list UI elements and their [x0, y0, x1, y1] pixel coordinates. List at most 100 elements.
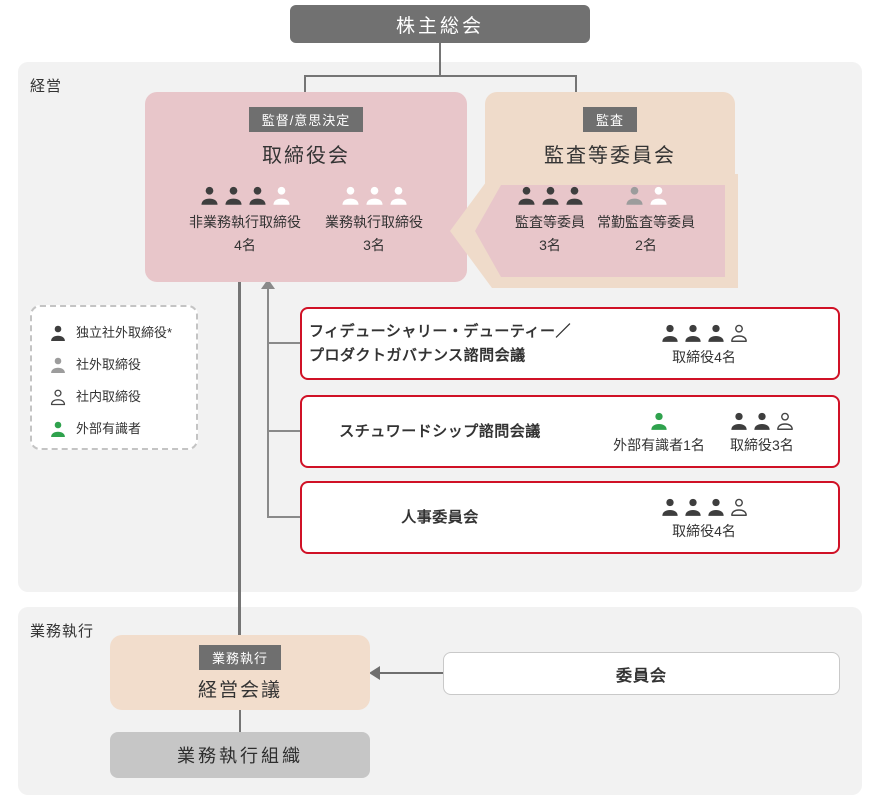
- committee-title: 委員会: [615, 667, 667, 685]
- group-count: 3名: [539, 237, 561, 253]
- dark-person-icon: [661, 498, 678, 516]
- group-label: 業務執行取締役: [325, 214, 423, 230]
- group-count: 3名: [363, 237, 385, 253]
- person-icon-row: [660, 321, 749, 344]
- non-executive-directors-group: 非業務執行取締役 4名: [189, 184, 301, 255]
- audit-members: 監査等委員 3名 常勤監査等委員 2名: [478, 184, 732, 255]
- dark-person-icon: [661, 324, 678, 342]
- group-count: 4名: [234, 237, 256, 253]
- person-icon-row: [597, 184, 695, 207]
- advisory-box-stewardship: スチュワードシップ諮問会議 外部有識者1名 取締役3名: [300, 395, 840, 468]
- connector-branch-advisory-2: [268, 430, 300, 432]
- member-group: 取締役4名: [660, 495, 749, 541]
- connector-advisory-tree-vertical: [267, 289, 269, 518]
- legend-box: 独立社外取締役* 社外取締役 社内取締役 外部有識者: [30, 305, 198, 450]
- person-icon-row: [189, 184, 301, 207]
- meeting-badge: 業務執行: [198, 645, 281, 670]
- connector-committee-line: [380, 672, 443, 674]
- advisory-members-area: 外部有識者1名 取締役3名: [578, 397, 838, 466]
- outline-person-icon: [730, 324, 747, 342]
- connector-branch-advisory-1: [268, 342, 300, 344]
- board-badge: 監督/意思決定: [248, 107, 364, 132]
- connector-branch-advisory-3: [268, 516, 300, 518]
- dark-person-icon: [754, 412, 770, 430]
- member-group: 取締役4名: [660, 321, 749, 367]
- execution-organization-title: 業務執行組織: [177, 746, 303, 766]
- audit-members-group: 監査等委員 3名: [515, 184, 585, 255]
- white-person-icon: [365, 186, 383, 205]
- arrow-up-icon: [261, 279, 275, 289]
- arrow-left-icon: [369, 666, 380, 680]
- person-icon-row: [515, 184, 585, 207]
- advisory-members-area: 取締役4名: [578, 483, 838, 552]
- connector-drop-to-audit: [575, 75, 577, 94]
- dark-person-icon: [224, 186, 242, 205]
- person-icon-row: [325, 184, 423, 207]
- dark-person-icon: [684, 324, 701, 342]
- advisory-box-fiduciary-product-governance: フィデューシャリー・デューティー／ プロダクトガバナンス諮問会議 取締役4名: [300, 307, 840, 380]
- connector-board-to-meeting: [238, 280, 241, 635]
- outline-person-icon: [50, 389, 66, 406]
- committee-box: 委員会: [443, 652, 840, 695]
- fulltime-audit-members-group: 常勤監査等委員 2名: [597, 184, 695, 255]
- advisory-title-line: スチュワードシップ諮問会議: [339, 422, 541, 440]
- person-icon-row: [660, 495, 749, 518]
- shareholders-meeting-box: 株主総会: [290, 5, 590, 43]
- dark-person-icon: [248, 186, 266, 205]
- outline-person-icon: [730, 498, 747, 516]
- execution-section-label: 業務執行: [30, 623, 95, 640]
- gray-person-icon: [51, 357, 65, 373]
- shareholders-meeting-title: 株主総会: [395, 15, 484, 37]
- group-label: 監査等委員: [515, 214, 585, 230]
- advisory-title-area: 人事委員会: [302, 483, 578, 552]
- board-title: 取締役会: [262, 145, 350, 167]
- gray-person-icon: [49, 352, 67, 375]
- executive-directors-group: 業務執行取締役 3名: [325, 184, 423, 255]
- green-person-icon: [651, 412, 667, 430]
- connector-shareholders-down: [439, 42, 441, 76]
- legend-item-independent-outside-director: 独立社外取締役*: [49, 320, 196, 343]
- advisory-title-line: フィデューシャリー・デューティー／: [308, 323, 571, 341]
- meeting-title: 経営会議: [197, 680, 282, 701]
- management-meeting-box: 業務執行 経営会議: [110, 635, 370, 710]
- member-group: 外部有識者1名: [613, 409, 705, 455]
- dark-person-icon: [541, 186, 559, 205]
- group-count: 2名: [635, 237, 657, 253]
- advisory-title-area: スチュワードシップ諮問会議: [302, 397, 578, 466]
- white-person-icon: [649, 186, 667, 205]
- gray-person-icon: [625, 186, 643, 205]
- dark-person-icon: [51, 325, 65, 341]
- group-label: 常勤監査等委員: [597, 214, 695, 230]
- advisory-members-area: 取締役4名: [578, 309, 838, 378]
- legend-item-external-expert: 外部有識者: [49, 416, 196, 439]
- member-group: 取締役3名: [729, 409, 795, 455]
- connector-meeting-to-org: [239, 710, 241, 732]
- outline-person-icon: [49, 384, 67, 407]
- person-icon-row: [729, 409, 795, 432]
- dark-person-icon: [200, 186, 218, 205]
- white-person-icon: [341, 186, 359, 205]
- dark-person-icon: [707, 324, 724, 342]
- legend-item-internal-director: 社内取締役: [49, 384, 196, 407]
- audit-badge: 監査: [582, 107, 637, 132]
- connector-drop-to-board: [304, 75, 306, 94]
- advisory-title-line: 人事委員会: [401, 508, 479, 526]
- white-person-icon: [272, 186, 290, 205]
- advisory-box-hr-committee: 人事委員会 取締役4名: [300, 481, 840, 554]
- green-person-icon: [51, 421, 65, 437]
- green-person-icon: [49, 416, 67, 439]
- group-label: 非業務執行取締役: [189, 214, 301, 230]
- dark-person-icon: [731, 412, 747, 430]
- advisory-title-line: プロダクトガバナンス諮問会議: [308, 346, 526, 364]
- dark-person-icon: [707, 498, 724, 516]
- dark-person-icon: [517, 186, 535, 205]
- audit-title: 監査等委員会: [544, 145, 676, 167]
- board-groups: 非業務執行取締役 4名 業務執行取締役 3名: [145, 184, 467, 255]
- legend-item-outside-director: 社外取締役: [49, 352, 196, 375]
- dark-person-icon: [684, 498, 701, 516]
- board-of-directors-box: 監督/意思決定 取締役会 非業務執行取締役 4名 業務執行取締役 3名: [145, 92, 467, 282]
- outline-person-icon: [777, 412, 793, 430]
- execution-organization-box: 業務執行組織: [110, 732, 370, 778]
- advisory-title-area: フィデューシャリー・デューティー／ プロダクトガバナンス諮問会議: [302, 309, 578, 378]
